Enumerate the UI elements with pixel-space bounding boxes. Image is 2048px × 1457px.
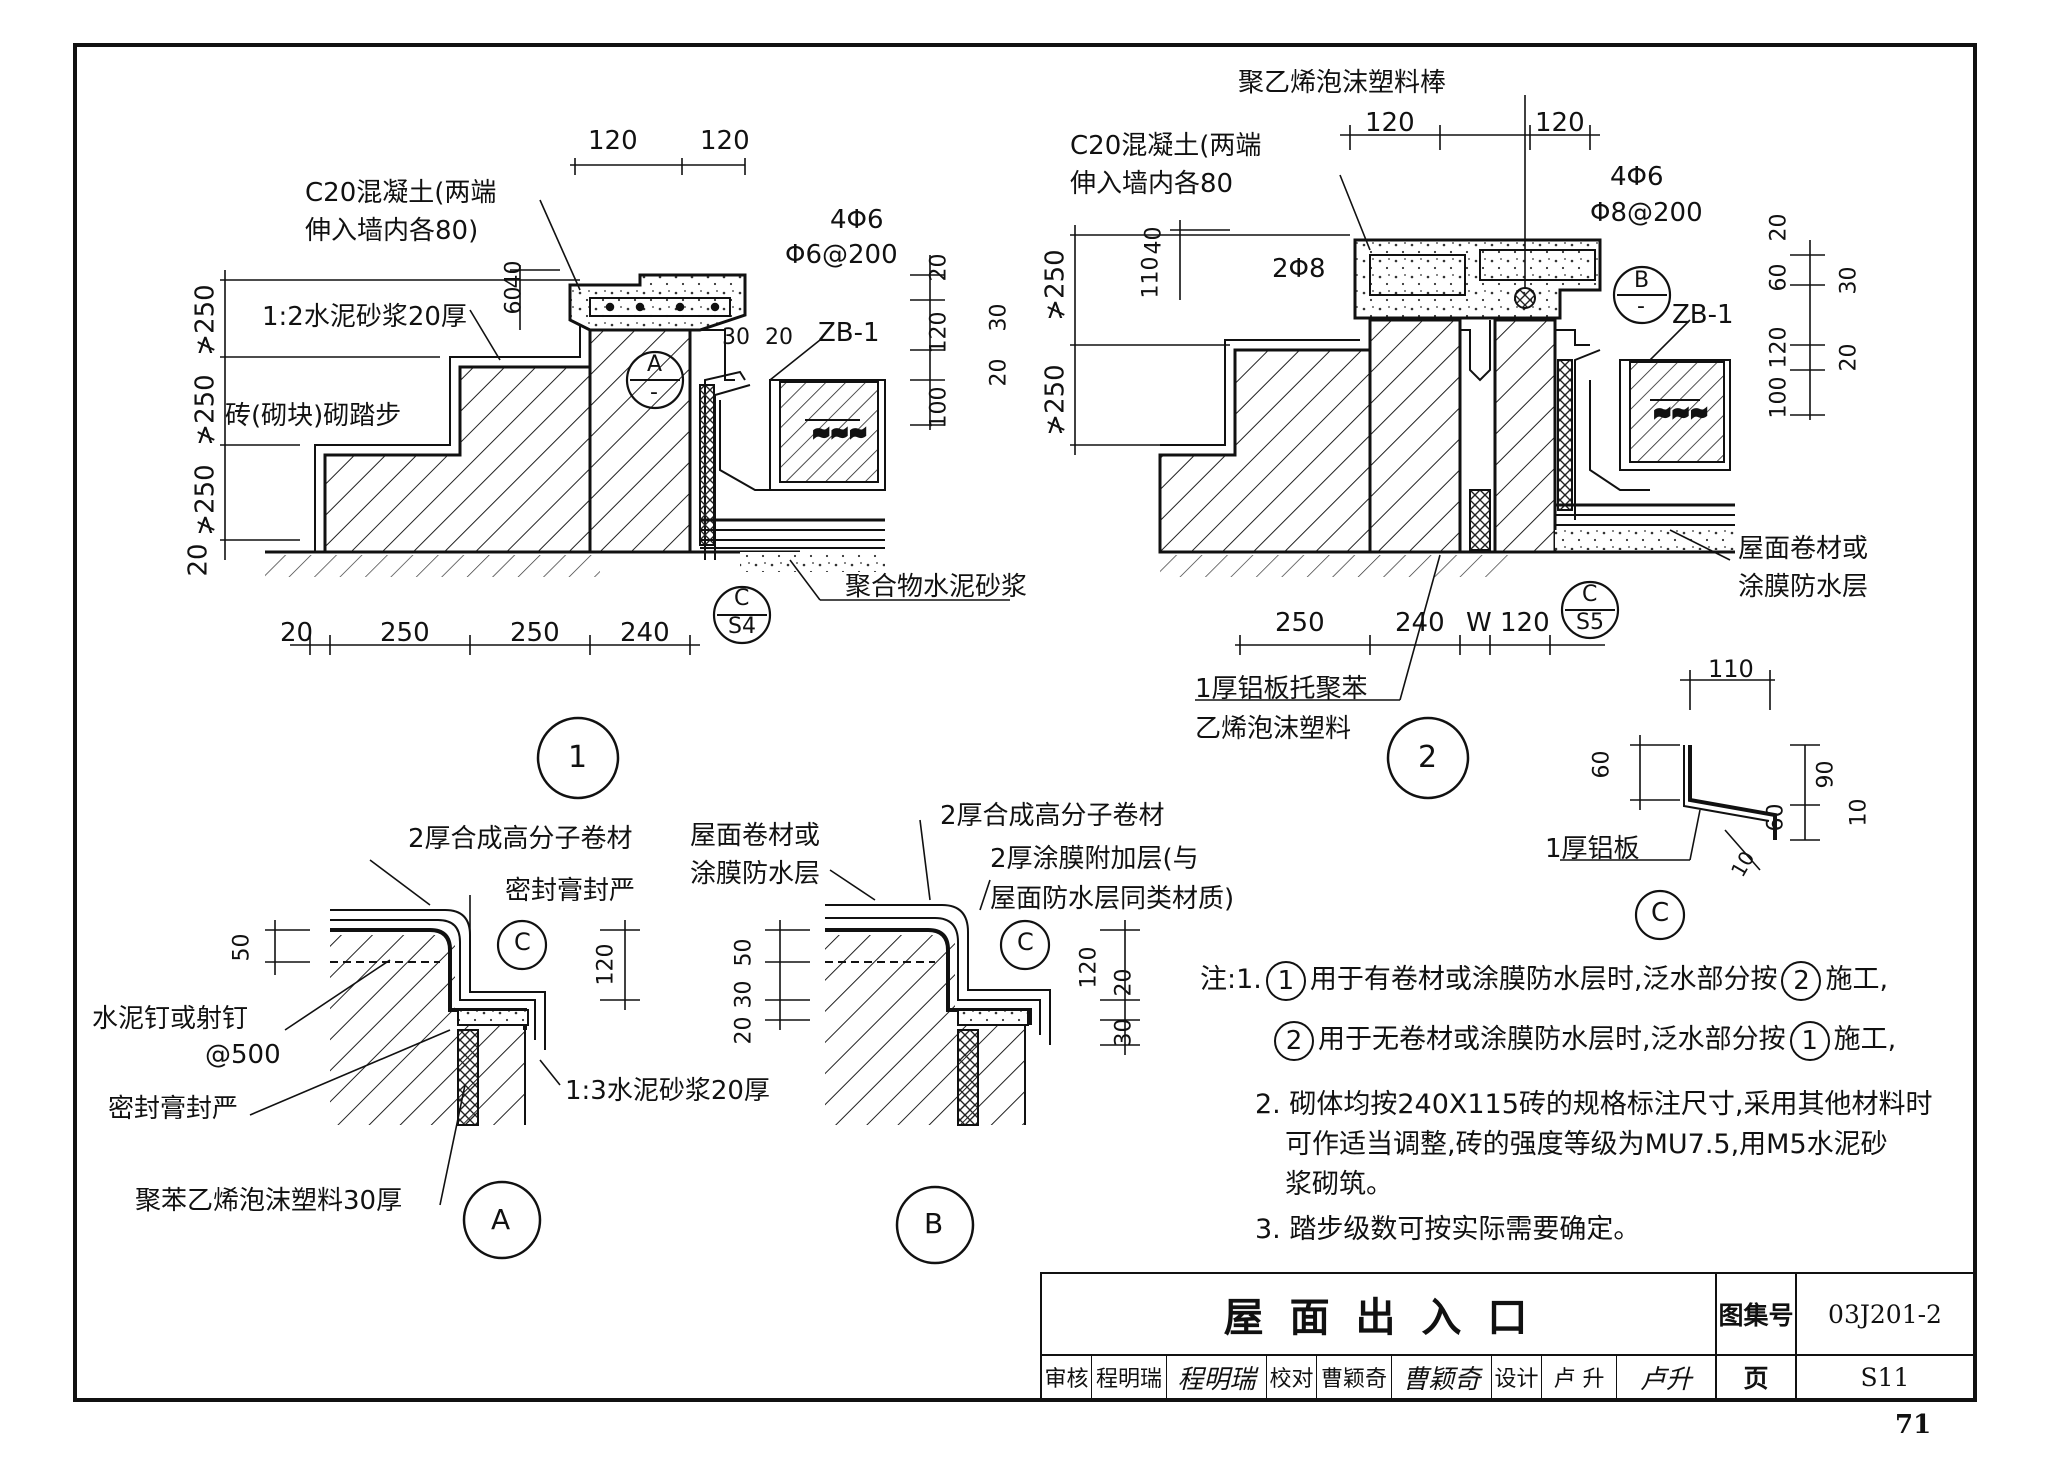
sheet-page-number: 71 [1895,1410,1932,1440]
atlas-number: 03J201-2 [1797,1274,1973,1356]
note-1-num: 1. [1236,964,1262,995]
note-2-line-2: 可作适当调整,砖的强度等级为MU7.5,用M5水泥砂 [1285,1129,1888,1160]
detail-1: ≈≈≈ [220,158,1010,800]
note-1b-circle: 2 [1274,1020,1314,1061]
detail-a [249,859,640,1260]
detail-c [1560,670,1820,941]
note-1b-tail: 施工, [1833,1024,1897,1055]
note-1a-circle-2: 2 [1781,960,1822,1001]
checker-signature: 曹颖奇 [1392,1356,1492,1398]
detail-2: ≈≈≈ [1070,95,1825,800]
title-text: 屋 面 出 入 口 [1042,1274,1717,1356]
detail-b [765,819,1140,1265]
note-3: 3. 踏步级数可按实际需要确定。 [1255,1214,1641,1245]
designer-signature: 卢升 [1617,1356,1717,1398]
design-label: 设计 [1492,1356,1542,1398]
note-1a-text: 用于有卷材或涂膜防水层时,泛水部分按 [1309,964,1778,995]
checker-name: 曹颖奇 [1317,1356,1392,1398]
sheet-border [73,43,1977,1402]
check-label: 校对 [1267,1356,1317,1398]
note-1b-circle-2: 1 [1789,1020,1830,1061]
reviewer-name: 程明瑞 [1092,1356,1167,1398]
note-1b-text: 用于无卷材或涂膜防水层时,泛水部分按 [1318,1024,1786,1055]
notes-prefix: 注: [1200,964,1237,995]
svg-text:≈≈≈: ≈≈≈ [812,421,867,446]
review-label: 审核 [1042,1356,1092,1398]
note-2-line-1: 2. 砌体均按240X115砖的规格标注尺寸,采用其他材料时 [1255,1089,1933,1120]
note-1a-circle: 1 [1265,960,1306,1001]
page-label: 页 [1717,1356,1797,1398]
page-number-cell: S11 [1860,1362,1910,1392]
note-1a-tail: 施工, [1825,964,1889,995]
designer-name: 卢 升 [1542,1356,1617,1398]
title-block: 屋 面 出 入 口 图集号 03J201-2 审核 程明瑞 程明瑞 校对 曹颖奇… [1040,1272,1975,1400]
reviewer-signature: 程明瑞 [1167,1356,1267,1398]
note-2-line-3: 浆砌筑。 [1285,1169,1393,1200]
atlas-label: 图集号 [1717,1274,1797,1356]
svg-text:≈≈≈: ≈≈≈ [1653,401,1708,426]
